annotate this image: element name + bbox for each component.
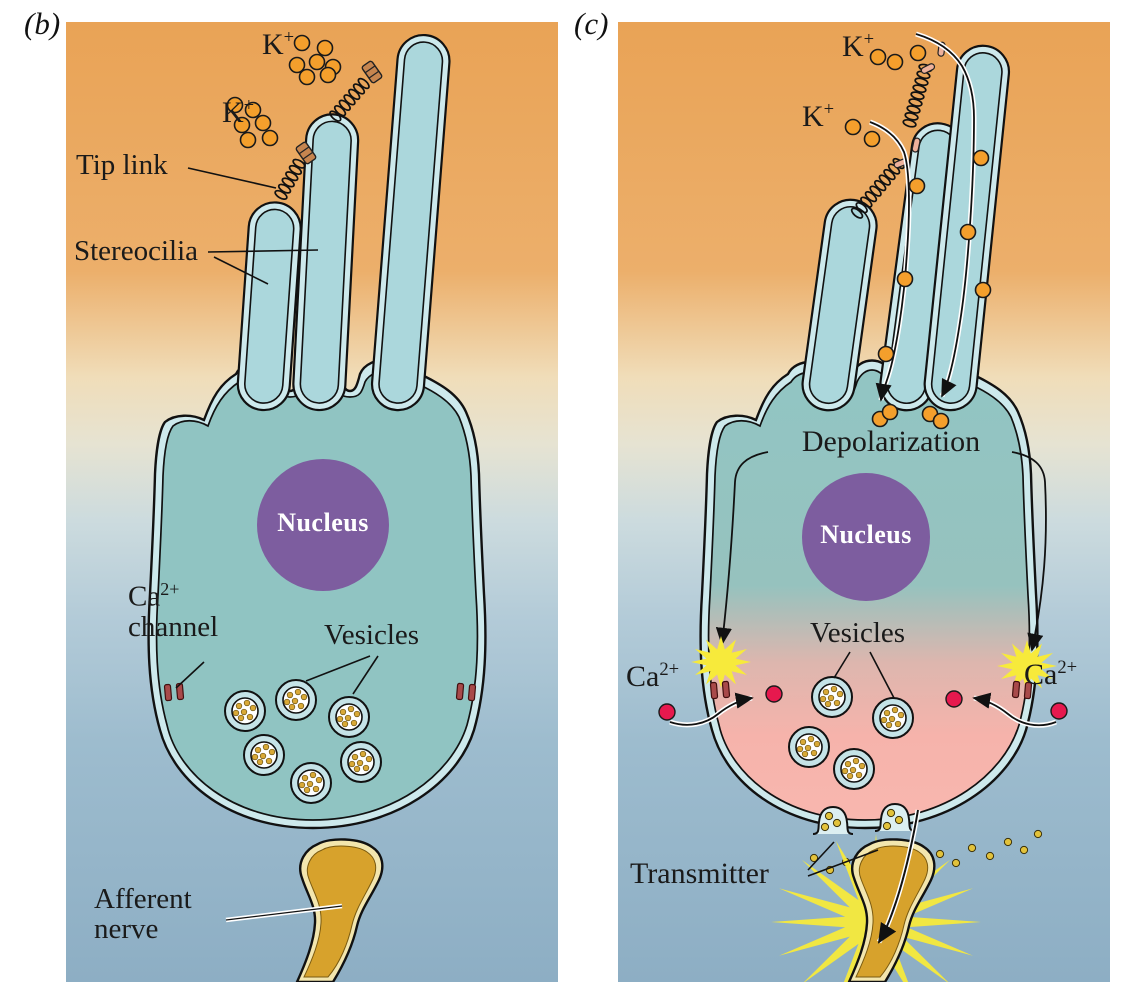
panel-b-resting-hair-cell: K+ K+ Tip link Stereocilia Nucleus Ca2+ … <box>66 22 558 982</box>
k-ion-label: K+ <box>262 27 295 61</box>
stereocilia-pointer <box>207 249 319 253</box>
vesicles-pointer <box>869 651 895 699</box>
vesicles-pointer <box>833 651 851 679</box>
pointer-lines <box>807 651 895 877</box>
ca-ion-label: Ca2+ <box>1024 657 1078 691</box>
k-ion-label: K+ <box>222 95 255 129</box>
vesicle <box>833 748 875 790</box>
vesicle <box>243 734 285 776</box>
ca-channel-label: Ca2+ channel <box>128 579 219 644</box>
k-ion-label: K+ <box>842 29 875 63</box>
vesicles-label: Vesicles <box>324 619 420 651</box>
panel-b-letter: (b) <box>24 6 61 41</box>
vesicle <box>811 676 853 718</box>
tip-link-label: Tip link <box>76 149 168 181</box>
vesicle <box>290 762 332 804</box>
panel-b-art <box>147 33 487 982</box>
vesicles-label: Vesicles <box>810 617 906 649</box>
vesicle <box>340 741 382 783</box>
ca-flow-arrow <box>972 692 1057 728</box>
k-ion-label: K+ <box>802 99 835 133</box>
vesicles-pointer <box>305 655 371 682</box>
depolarization-path <box>715 451 1047 652</box>
stereocilium-tall <box>370 33 451 412</box>
nucleus-body <box>257 459 389 591</box>
panel-c-letter: (c) <box>574 6 609 41</box>
transmitter-label: Transmitter <box>630 857 769 890</box>
vesicle <box>275 679 317 721</box>
transmitter-pointer <box>807 841 835 871</box>
panel-c-art <box>658 31 1068 982</box>
tip-link-pointer <box>187 167 277 189</box>
nerve-signal-arrow <box>876 809 921 944</box>
vesicle <box>328 696 370 738</box>
vesicle <box>872 697 914 739</box>
stereocilium-short <box>801 198 878 412</box>
stereocilium-short <box>236 201 302 412</box>
transmitter-pointer <box>807 849 879 877</box>
afferent-nerve-pointer <box>225 903 343 923</box>
ca-flow-arrow <box>669 692 754 728</box>
afferent-nerve-terminal <box>295 838 384 982</box>
vesicles-pointer <box>352 655 379 695</box>
stereocilium-middle <box>292 113 360 412</box>
k-ion-cluster-top <box>869 44 927 71</box>
ca-ion-label: Ca2+ <box>626 659 680 693</box>
tip-link-spring <box>274 158 306 201</box>
vesicle <box>788 726 830 768</box>
nucleus-label: Nucleus <box>277 508 369 537</box>
depolarization-label: Depolarization <box>801 425 981 458</box>
pointer-lines <box>175 167 379 695</box>
ca-channel-pointer <box>175 661 205 689</box>
stereocilia-label: Stereocilia <box>74 235 199 267</box>
afferent-nerve-label: Afferent nerve <box>94 883 192 946</box>
vesicle <box>224 690 266 732</box>
stereocilia-pointer <box>213 256 269 285</box>
tip-link-spring <box>902 63 932 128</box>
k-ion-cluster-top <box>288 34 342 86</box>
nucleus-body <box>802 473 930 601</box>
nucleus-label: Nucleus <box>820 520 912 549</box>
k-flow-arrow <box>869 119 912 402</box>
panel-c-stimulated-hair-cell: K+ K+ Depolarization Nucleus Vesicles Ca… <box>618 22 1110 982</box>
